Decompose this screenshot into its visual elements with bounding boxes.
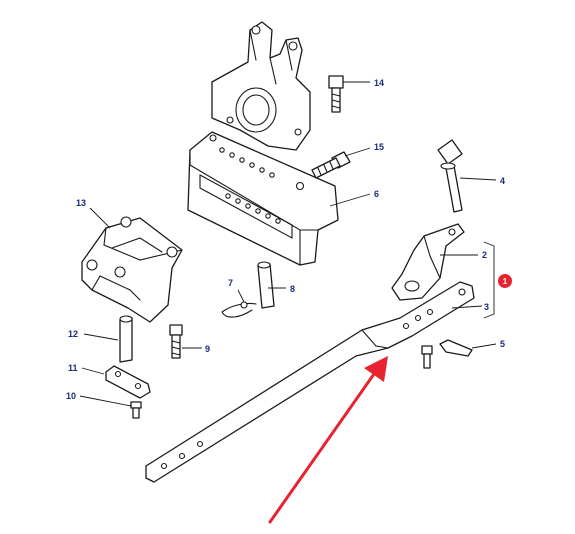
callout-8: 8: [290, 284, 295, 294]
callout-7: 7: [228, 278, 233, 288]
red-pointer-arrow: [268, 356, 388, 524]
callout-4: 4: [500, 176, 505, 186]
part-5-fixings: [421, 339, 473, 369]
part-6-holes: [209, 134, 305, 224]
part-12-sleeve: [119, 315, 133, 363]
part-15-bolt: [311, 151, 351, 179]
part-10-bolt: [130, 401, 142, 419]
leader-lines: [79, 81, 497, 407]
callout-14: 14: [374, 78, 384, 88]
callout-12: 12: [68, 329, 78, 339]
arrow-shaft: [268, 372, 376, 524]
part-2-link-bracket: [391, 223, 465, 301]
callout-6: 6: [374, 189, 379, 199]
callout-10: 10: [66, 391, 76, 401]
callout-9: 9: [205, 344, 210, 354]
callout-11: 11: [68, 363, 78, 373]
part-13-mounting-bracket: [81, 216, 183, 323]
part-9-bolt: [169, 324, 183, 359]
callout-5: 5: [500, 339, 505, 349]
callout-15: 15: [374, 142, 384, 152]
part-6-bracket-block: [187, 131, 339, 266]
item-1-badge: 1: [498, 274, 512, 288]
part-3-stabilizer-arm: [145, 281, 475, 483]
part-7-clip: [221, 301, 257, 318]
callout-3: 3: [484, 302, 489, 312]
callout-2: 2: [482, 250, 487, 260]
part-11-plate: [105, 365, 151, 399]
callout-1: 1: [503, 277, 508, 286]
callout-13: 13: [76, 198, 86, 208]
part-14-bolt: [328, 75, 344, 113]
part-4-pin: [437, 139, 463, 213]
upper-cast-bracket: [211, 21, 311, 151]
part-8-pin: [257, 261, 275, 309]
callout-labels: 14 15 6 4 13 2 7 8 3 12 9 5 11 10: [66, 78, 505, 401]
arrow-head: [364, 356, 388, 382]
item-1-badge-circle: [498, 274, 512, 288]
